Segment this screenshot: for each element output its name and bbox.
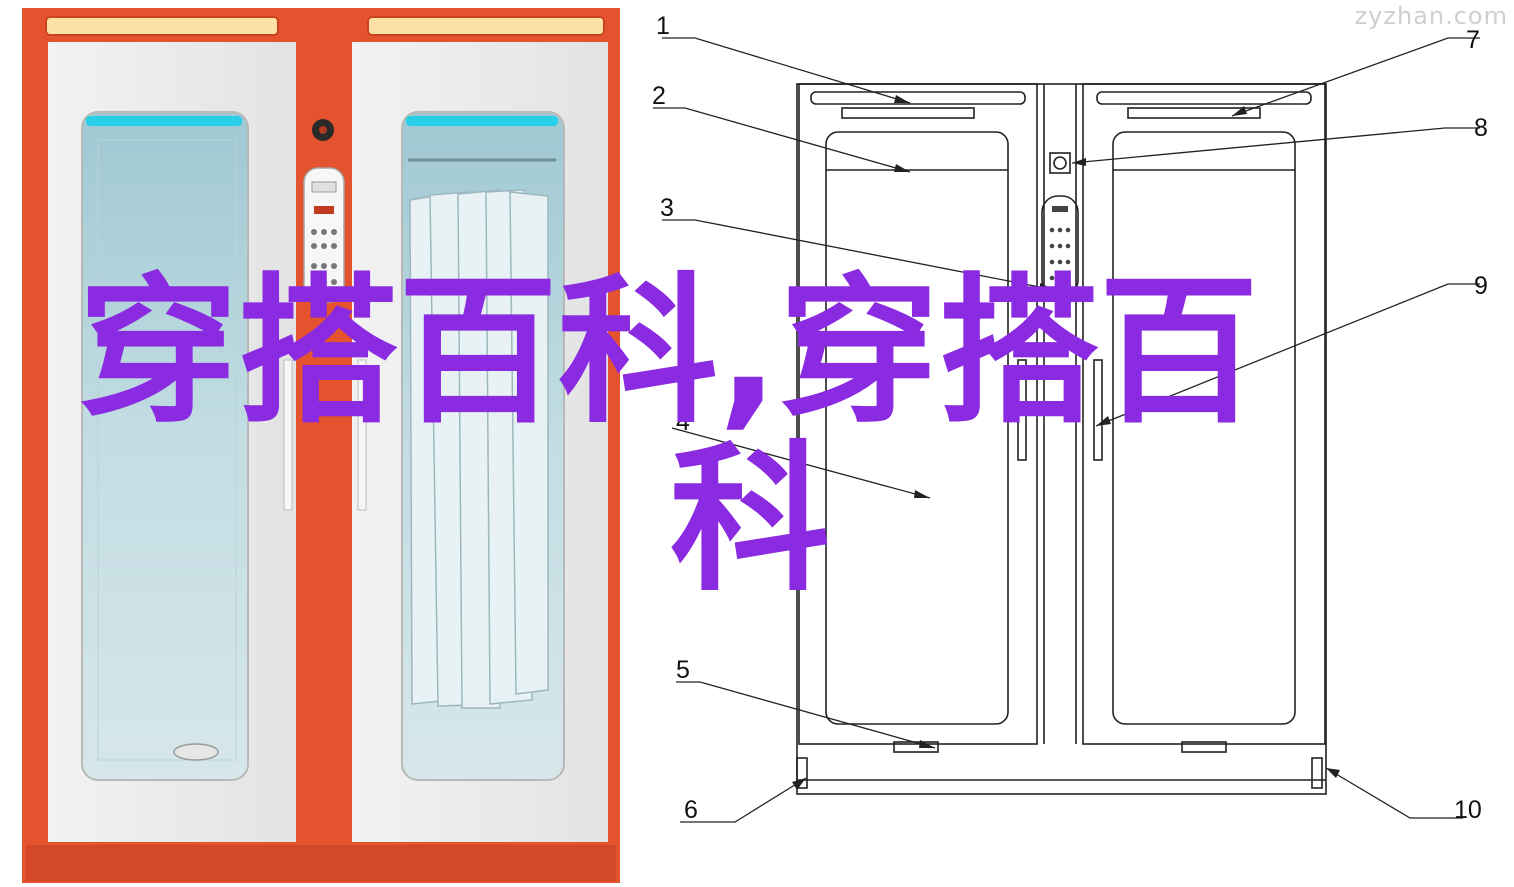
leader-5	[676, 681, 936, 749]
callout-6: 6	[684, 796, 698, 824]
leader-7	[1231, 37, 1480, 117]
leader-4	[671, 427, 931, 499]
callout-4: 4	[676, 408, 690, 436]
callout-9: 9	[1474, 272, 1488, 300]
leader-8	[1071, 127, 1480, 164]
hanging-clothes	[409, 189, 549, 709]
callout-3: 3	[660, 194, 674, 222]
callout-10: 10	[1454, 796, 1482, 824]
overlay-title: 穿搭百科,穿搭百 科	[78, 268, 1378, 604]
callout-1: 1	[656, 12, 670, 40]
right-handle	[357, 359, 367, 511]
leader-9	[1095, 283, 1480, 427]
leader-2	[653, 107, 911, 173]
cabinet-photo	[22, 8, 620, 883]
left-handle	[283, 359, 293, 511]
callout-8: 8	[1474, 114, 1488, 142]
leader-3	[662, 219, 1056, 291]
top-light-left	[45, 16, 279, 36]
uv-light-left	[86, 116, 242, 126]
schematic-control-panel	[1041, 195, 1079, 297]
control-panel-buttons	[1049, 206, 1071, 281]
overlay-title-line2: 科	[670, 426, 831, 613]
leader-6	[680, 777, 807, 823]
leader-1	[662, 37, 911, 104]
left-glass	[81, 111, 249, 781]
overlay-title-line1: 穿搭百科,穿搭百	[78, 258, 1259, 445]
schematic-left-window	[825, 131, 1009, 725]
callout-7: 7	[1466, 26, 1480, 54]
schematic-frame	[796, 83, 1327, 795]
schematic-lock	[1049, 152, 1071, 174]
callout-2: 2	[652, 82, 666, 110]
uv-light-right	[406, 116, 558, 126]
schematic-right-window	[1112, 131, 1296, 725]
callout-5: 5	[676, 656, 690, 684]
cabinet-schematic: 1 2 3 4 5 6 7 8 9 10	[652, 12, 1488, 824]
watermark: zyzhan.com	[1354, 2, 1508, 30]
leader-10	[1325, 767, 1463, 819]
vent-left	[173, 743, 219, 761]
top-light-right	[367, 16, 605, 36]
